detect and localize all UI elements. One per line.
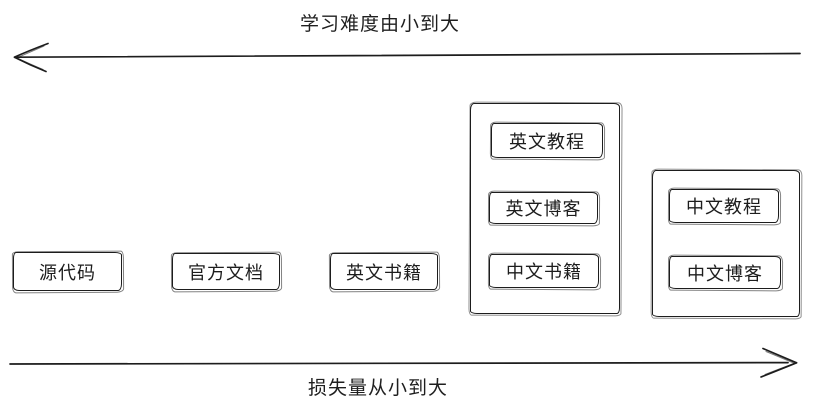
- node-chinese-books: 中文书籍: [489, 254, 599, 288]
- bottom-axis-label: 损失量从小到大: [307, 378, 448, 399]
- node-english-blogs: 英文博客: [489, 192, 598, 224]
- node-english-tutorials: 英文教程: [491, 123, 603, 158]
- node-english-books: 英文书籍: [330, 253, 438, 290]
- node-official-docs: 官方文档: [172, 253, 280, 290]
- node-chinese-blogs: 中文博客: [669, 256, 781, 289]
- group-box-b: 中文教程 中文博客: [652, 170, 800, 317]
- left-arrow: [13, 42, 801, 73]
- group-box-a: 英文教程 英文博客 中文书籍: [470, 103, 620, 314]
- node-source-code: 源代码: [13, 252, 122, 291]
- top-axis-label: 学习难度由小到大: [299, 14, 460, 35]
- node-chinese-tutorials: 中文教程: [669, 189, 779, 223]
